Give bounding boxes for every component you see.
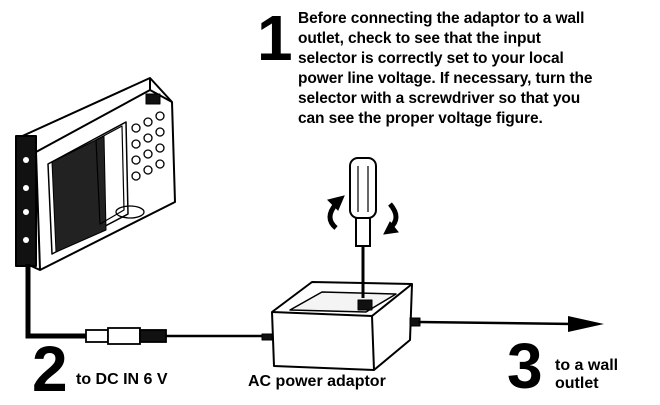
screwdriver-icon bbox=[349, 157, 377, 298]
radio-device-icon bbox=[15, 77, 176, 271]
rotation-arrows-icon bbox=[327, 195, 399, 235]
step-1-line: Before connecting the adaptor to a wall bbox=[298, 10, 585, 27]
step-3-label: to a wall outlet bbox=[555, 357, 618, 393]
step-2-number: 2 bbox=[32, 333, 68, 405]
step-1-line: power line voltage. If necessary, turn t… bbox=[298, 70, 593, 87]
step-1-line: selector is correctly set to your local bbox=[298, 50, 564, 67]
step-1-line: selector with a screwdriver so that you bbox=[298, 90, 581, 107]
arrow-right-icon bbox=[568, 316, 604, 332]
step-3-number: 3 bbox=[507, 330, 543, 402]
step-1-number: 1 bbox=[257, 2, 293, 74]
dc-plug-icon bbox=[85, 327, 262, 345]
dc-cable bbox=[25, 264, 100, 339]
step-3-line: outlet bbox=[555, 375, 599, 392]
ac-adaptor-icon bbox=[261, 281, 421, 371]
step-1-line: outlet, check to see that the input bbox=[298, 30, 541, 47]
ac-cable bbox=[417, 320, 575, 326]
step-1-line: can see the proper voltage figure. bbox=[298, 110, 543, 127]
step-2-label: to DC IN 6 V bbox=[76, 371, 168, 388]
step-3-line: to a wall bbox=[555, 357, 619, 374]
step-1-instructions: Before connecting the adaptor to a wall … bbox=[298, 9, 658, 129]
adaptor-label: AC power adaptor bbox=[248, 373, 386, 390]
